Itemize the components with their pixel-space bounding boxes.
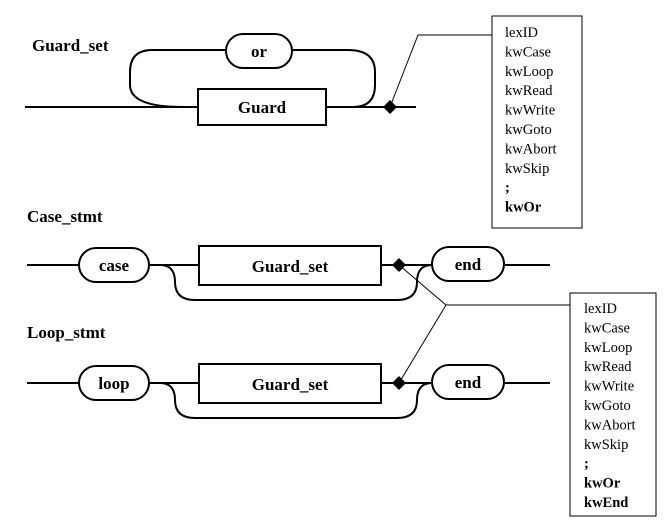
guard-set-follow-pointer	[389, 34, 492, 108]
follow-set-2-item: kwWrite	[584, 379, 634, 395]
follow-set-2-item: kwLoop	[584, 340, 632, 356]
loop-follow-pointer	[398, 304, 447, 384]
follow-set-2-item: kwCase	[584, 320, 630, 336]
guard-set-repeat-path	[129, 49, 376, 108]
follow-set-2-pointers	[398, 264, 570, 384]
follow-set-1-item: kwOr	[505, 200, 542, 216]
loop-guard-set-box	[198, 363, 382, 404]
follow-set-1-item: kwLoop	[505, 64, 553, 80]
follow-set-2-item: kwSkip	[584, 437, 628, 453]
case-guard-set-label: Guard_set	[252, 257, 329, 276]
follow-set-1-box	[491, 15, 583, 229]
follow-set-2-item: kwAbort	[584, 417, 636, 433]
follow-set-2-item: kwRead	[584, 359, 632, 375]
case-terminal-label: case	[99, 256, 130, 275]
case-stmt-rule: Case_stmt case Guard_set end	[27, 207, 550, 301]
follow-set-1-item: kwWrite	[505, 103, 555, 119]
case-follow-pointer	[398, 264, 447, 306]
follow-set-1-item: kwSkip	[505, 161, 549, 177]
case-stmt-rule-name: Case_stmt	[27, 207, 103, 226]
follow-set-2-item: ;	[584, 456, 589, 472]
follow-set-1-item: ;	[505, 180, 510, 196]
or-terminal	[225, 33, 293, 69]
loop-stmt-rule-name: Loop_stmt	[27, 323, 106, 342]
follow-set-1: lexID kwCase kwLoop kwRead kwWrite kwGoto kwAb…	[491, 15, 583, 229]
follow-set-1-items: lexID kwCase kwLoop kwRead kwWrite kwGoto kwAb…	[505, 25, 557, 216]
follow-set-1-item: kwGoto	[505, 122, 552, 138]
follow-set-2-item: kwOr	[584, 476, 621, 492]
loop-end-terminal-label: end	[455, 373, 482, 392]
guard-box	[197, 88, 327, 126]
case-end-terminal-label: end	[455, 255, 482, 274]
or-terminal-label: or	[251, 42, 268, 61]
loop-terminal	[78, 365, 150, 401]
case-stmt-bypass-path	[159, 264, 433, 301]
loop-end-terminal	[431, 364, 505, 400]
follow-set-2: lexID kwCase kwLoop kwRead kwWrite kwGoto kwAb…	[569, 292, 657, 517]
guard-set-rule: Guard_set or Guard	[25, 33, 492, 126]
follow-set-1-item: kwCase	[505, 44, 551, 60]
follow-set-2-item: lexID	[584, 301, 617, 317]
case-guard-set-box	[198, 245, 382, 286]
guard-set-rule-name: Guard_set	[32, 36, 109, 55]
case-end-terminal	[431, 246, 505, 282]
follow-set-2-item: kwEnd	[584, 495, 628, 511]
loop-stmt-rule: Loop_stmt loop Guard_set end	[27, 323, 550, 419]
follow-set-1-item: lexID	[505, 25, 538, 41]
loop-guard-set-label: Guard_set	[252, 375, 329, 394]
follow-set-1-item: kwAbort	[505, 141, 557, 157]
guard-box-label: Guard	[238, 98, 287, 117]
follow-set-2-items: lexID kwCase kwLoop kwRead kwWrite kwGoto kwAb…	[584, 301, 636, 511]
follow-set-2-box	[569, 292, 657, 517]
loop-terminal-label: loop	[98, 374, 129, 393]
follow-set-1-item: kwRead	[505, 83, 553, 99]
case-terminal	[78, 247, 150, 283]
follow-set-2-item: kwGoto	[584, 398, 631, 414]
loop-stmt-bypass-path	[159, 382, 433, 419]
